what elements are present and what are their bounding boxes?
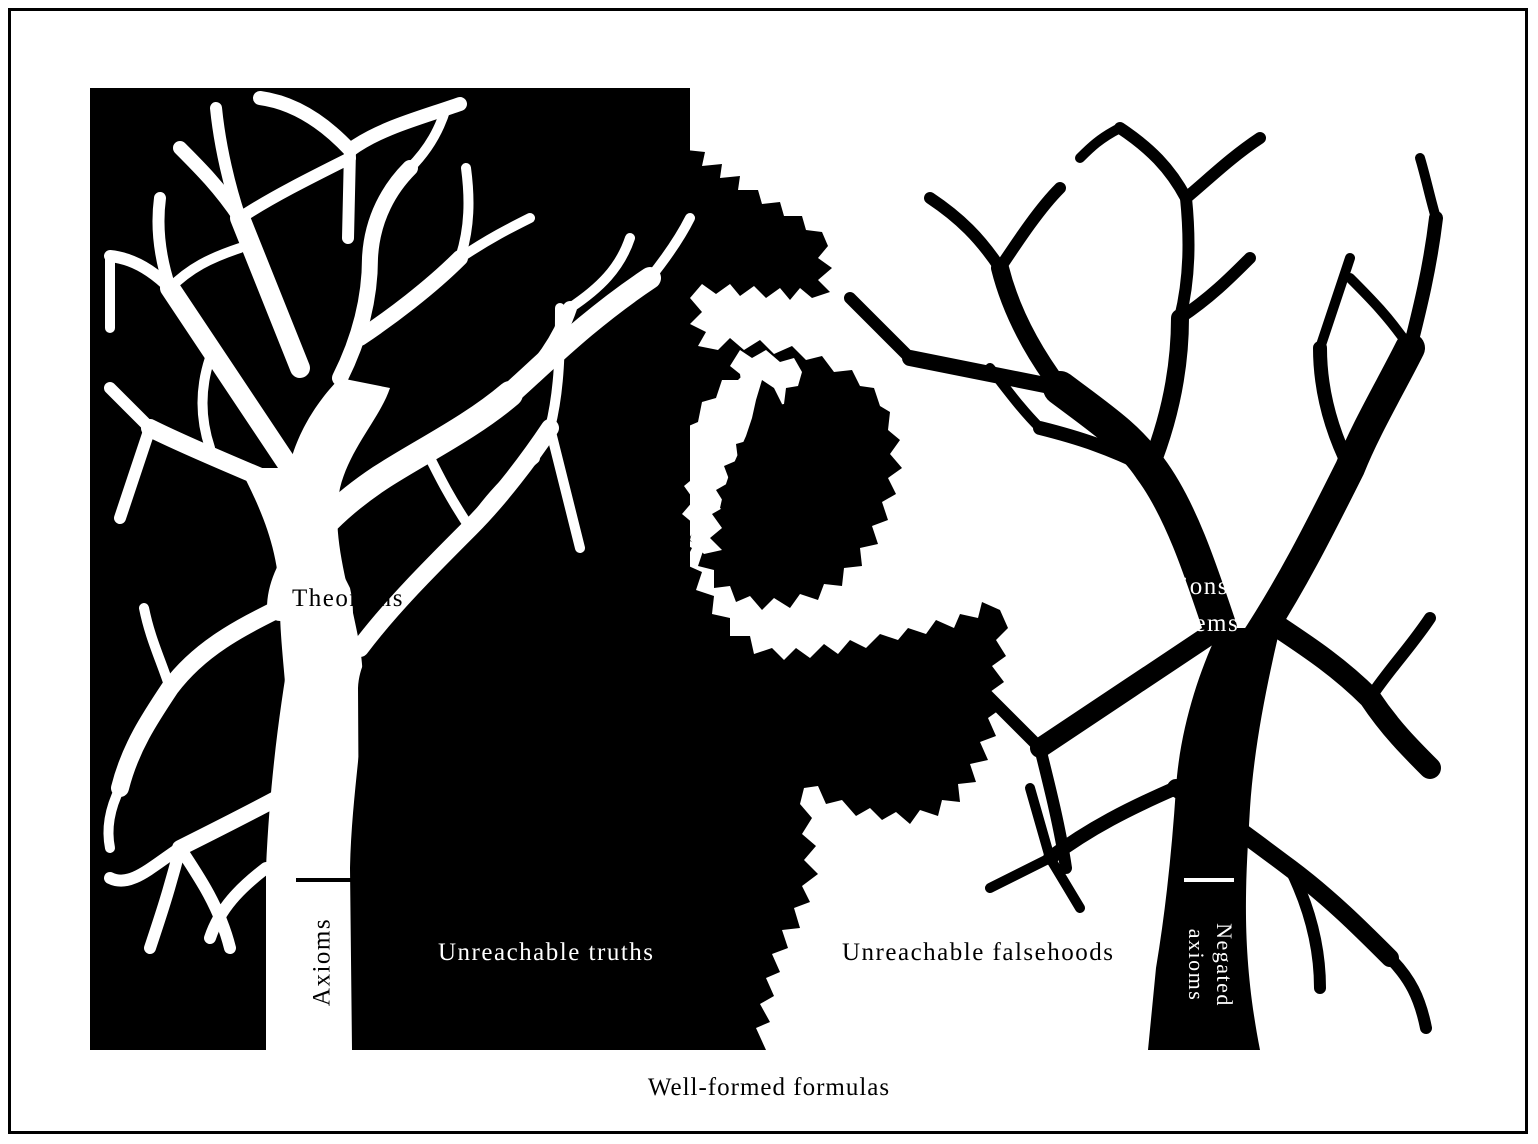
- negations-of-theorems-label: Negations of theorems: [1104, 568, 1239, 642]
- axioms-label: Axioms: [308, 917, 336, 1007]
- negations-label-line-1: Negations: [1114, 573, 1230, 600]
- negations-tree: [844, 122, 1443, 1050]
- negations-label-line-2: of theorems: [1104, 610, 1240, 637]
- unreachable-falsehoods-label: Unreachable falsehoods: [842, 939, 1115, 966]
- figure-caption: Well-formed formulas: [647, 1074, 891, 1101]
- negated-axioms-label: Negated axioms: [1182, 923, 1238, 1007]
- theorems-label: Theorems: [292, 585, 404, 612]
- negated-axioms-label-line-2: axioms: [1184, 928, 1209, 1002]
- boundary-blob: [720, 380, 782, 516]
- unreachable-truths-label: Unreachable truths: [438, 939, 655, 966]
- diagram-plate: [90, 88, 1448, 1050]
- unreachable-truths-area: [358, 588, 536, 1050]
- negated-axioms-label-line-1: Negated: [1212, 923, 1237, 1007]
- diagram-illustration: [90, 88, 1448, 1050]
